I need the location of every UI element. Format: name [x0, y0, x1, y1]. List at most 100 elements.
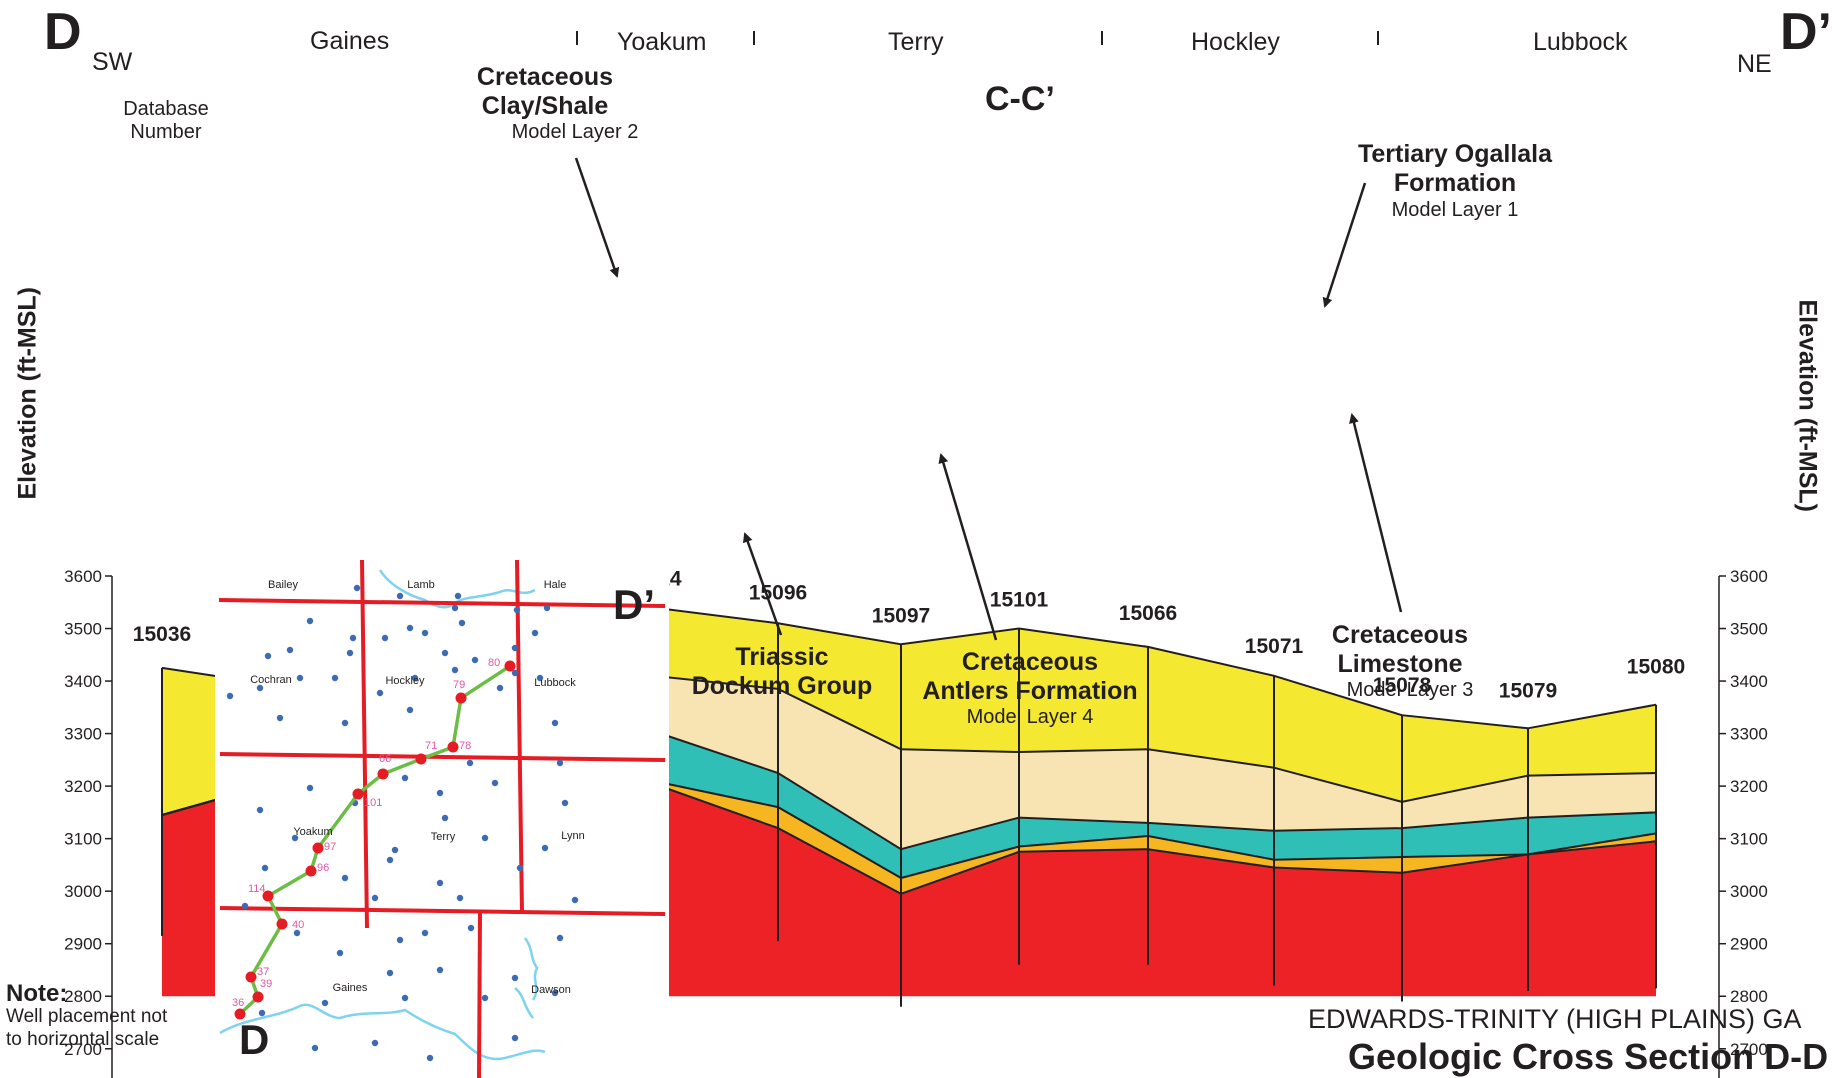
- map-well-dot: [396, 592, 404, 600]
- map-well-dot: [421, 629, 429, 637]
- sw-direction: SW: [92, 48, 133, 76]
- map-river: [219, 1003, 546, 1061]
- y-axis-title-left: Elevation (ft-MSL): [13, 287, 42, 500]
- antlers-label: Cretaceous Antlers Formation Model Layer…: [900, 648, 1160, 732]
- map-well-dot: [371, 894, 379, 902]
- map-well-dot: [341, 874, 349, 882]
- map-well-dot: [441, 814, 449, 822]
- antlers-title-line: Cretaceous: [961, 648, 1099, 676]
- map-county-label: Bailey: [268, 579, 298, 591]
- map-route-well-label: 96: [317, 862, 329, 874]
- map-well-dot: [349, 634, 357, 642]
- county-separator: [576, 31, 578, 45]
- map-route-well: [276, 918, 288, 930]
- map-road: [360, 559, 369, 929]
- map-well-dot: [406, 624, 414, 632]
- map-well-dot: [516, 864, 524, 872]
- map-county-label: Lamb: [407, 579, 435, 591]
- map-county-label: Gaines: [333, 982, 368, 994]
- map-route-well: [245, 971, 257, 983]
- map-well-dot: [561, 799, 569, 807]
- ogallala-title-line: Formation: [1393, 169, 1517, 197]
- left-tick-label: 2700: [64, 1040, 102, 1059]
- clay-shale-label: Cretaceous Clay/Shale Model Layer 2: [450, 63, 640, 147]
- map-well-dot: [551, 719, 559, 727]
- note-line: to horizontal scale: [6, 1029, 160, 1050]
- clay-shale-title-line: Cretaceous: [476, 63, 614, 91]
- database-label-line: Number: [130, 121, 202, 143]
- map-well-dot: [411, 674, 419, 682]
- map-river: [523, 937, 539, 1001]
- map-well-dot: [458, 619, 466, 627]
- map-well-dot: [241, 902, 249, 910]
- right-tick-label: 3300: [1730, 725, 1768, 744]
- clay-shale-layer: [162, 675, 1656, 850]
- right-tick-label: 3600: [1730, 567, 1768, 586]
- well-label: 15078: [1373, 674, 1432, 697]
- clay-shale-pointer: [574, 157, 620, 278]
- map-well-dot: [311, 1044, 319, 1052]
- right-tick-label: 3200: [1730, 777, 1768, 796]
- ogallala-pointer: [1322, 182, 1367, 308]
- map-well-dot: [391, 846, 399, 854]
- left-tick-label: 3600: [64, 567, 102, 586]
- map-well-dot: [513, 606, 521, 614]
- map-well-dot: [386, 969, 394, 977]
- map-well-dot: [261, 864, 269, 872]
- clay-shale-title-line: Clay/Shale: [481, 92, 609, 120]
- map-well-dot: [426, 1054, 434, 1062]
- map-well-dot: [441, 649, 449, 657]
- right-tick-label: 3500: [1730, 620, 1768, 639]
- map-well-dot: [436, 789, 444, 797]
- map-road: [219, 752, 666, 762]
- map-well-dot: [481, 994, 489, 1002]
- map-route-well-label: 40: [292, 919, 304, 931]
- map-route-well-label: 66: [379, 753, 391, 765]
- well-label: 15036: [133, 623, 191, 646]
- map-route-well-label: 36: [232, 997, 244, 1009]
- map-well-dot: [401, 774, 409, 782]
- map-well-dot: [456, 894, 464, 902]
- map-well-dot: [293, 929, 301, 937]
- map-route-well: [447, 741, 459, 753]
- map-route-well-label: 79: [453, 679, 465, 691]
- map-well-dot: [556, 759, 564, 767]
- right-tick-label: 2700: [1730, 1040, 1768, 1059]
- map-end-letter-bottom: D: [239, 1016, 270, 1063]
- map-end-letter-top: D’: [613, 581, 655, 628]
- map-well-dot: [511, 669, 519, 677]
- map-well-dot: [306, 784, 314, 792]
- map-well-dot: [551, 989, 559, 997]
- map-well-dot: [511, 1034, 519, 1042]
- map-well-dot: [256, 684, 264, 692]
- map-route-well: [312, 842, 324, 854]
- map-well-dot: [376, 689, 384, 697]
- map-well-dot: [536, 674, 544, 682]
- note-line: Well placement not: [6, 1006, 168, 1027]
- map-county-label: Hale: [544, 579, 567, 591]
- limestone-pointer: [1349, 413, 1403, 613]
- map-well-dot: [396, 936, 404, 944]
- map-route-well-label: 39: [260, 978, 272, 990]
- map-well-dot: [471, 656, 479, 664]
- map-county-label: Terry: [431, 831, 456, 843]
- ogallala-layer: Model Layer 1: [1391, 199, 1519, 221]
- well-label: 15066: [1119, 602, 1177, 625]
- map-well-dot: [264, 652, 272, 660]
- county-lubbock: Lubbock: [1533, 28, 1628, 56]
- map-well-dot: [291, 834, 299, 842]
- map-well-dot: [467, 924, 475, 932]
- county-yoakum: Yoakum: [617, 28, 707, 56]
- map-well-dot: [531, 629, 539, 637]
- map-well-dot: [541, 844, 549, 852]
- well-label: 15097: [872, 604, 930, 627]
- map-route-well: [352, 788, 364, 800]
- map-route-well-label: 114: [248, 883, 266, 895]
- database-number-label: Database Number: [106, 98, 226, 144]
- map-road: [218, 598, 666, 608]
- map-well-dot: [371, 1039, 379, 1047]
- map-route-well: [252, 991, 264, 1003]
- map-well-dot: [421, 929, 429, 937]
- map-county-label: Lynn: [561, 830, 584, 842]
